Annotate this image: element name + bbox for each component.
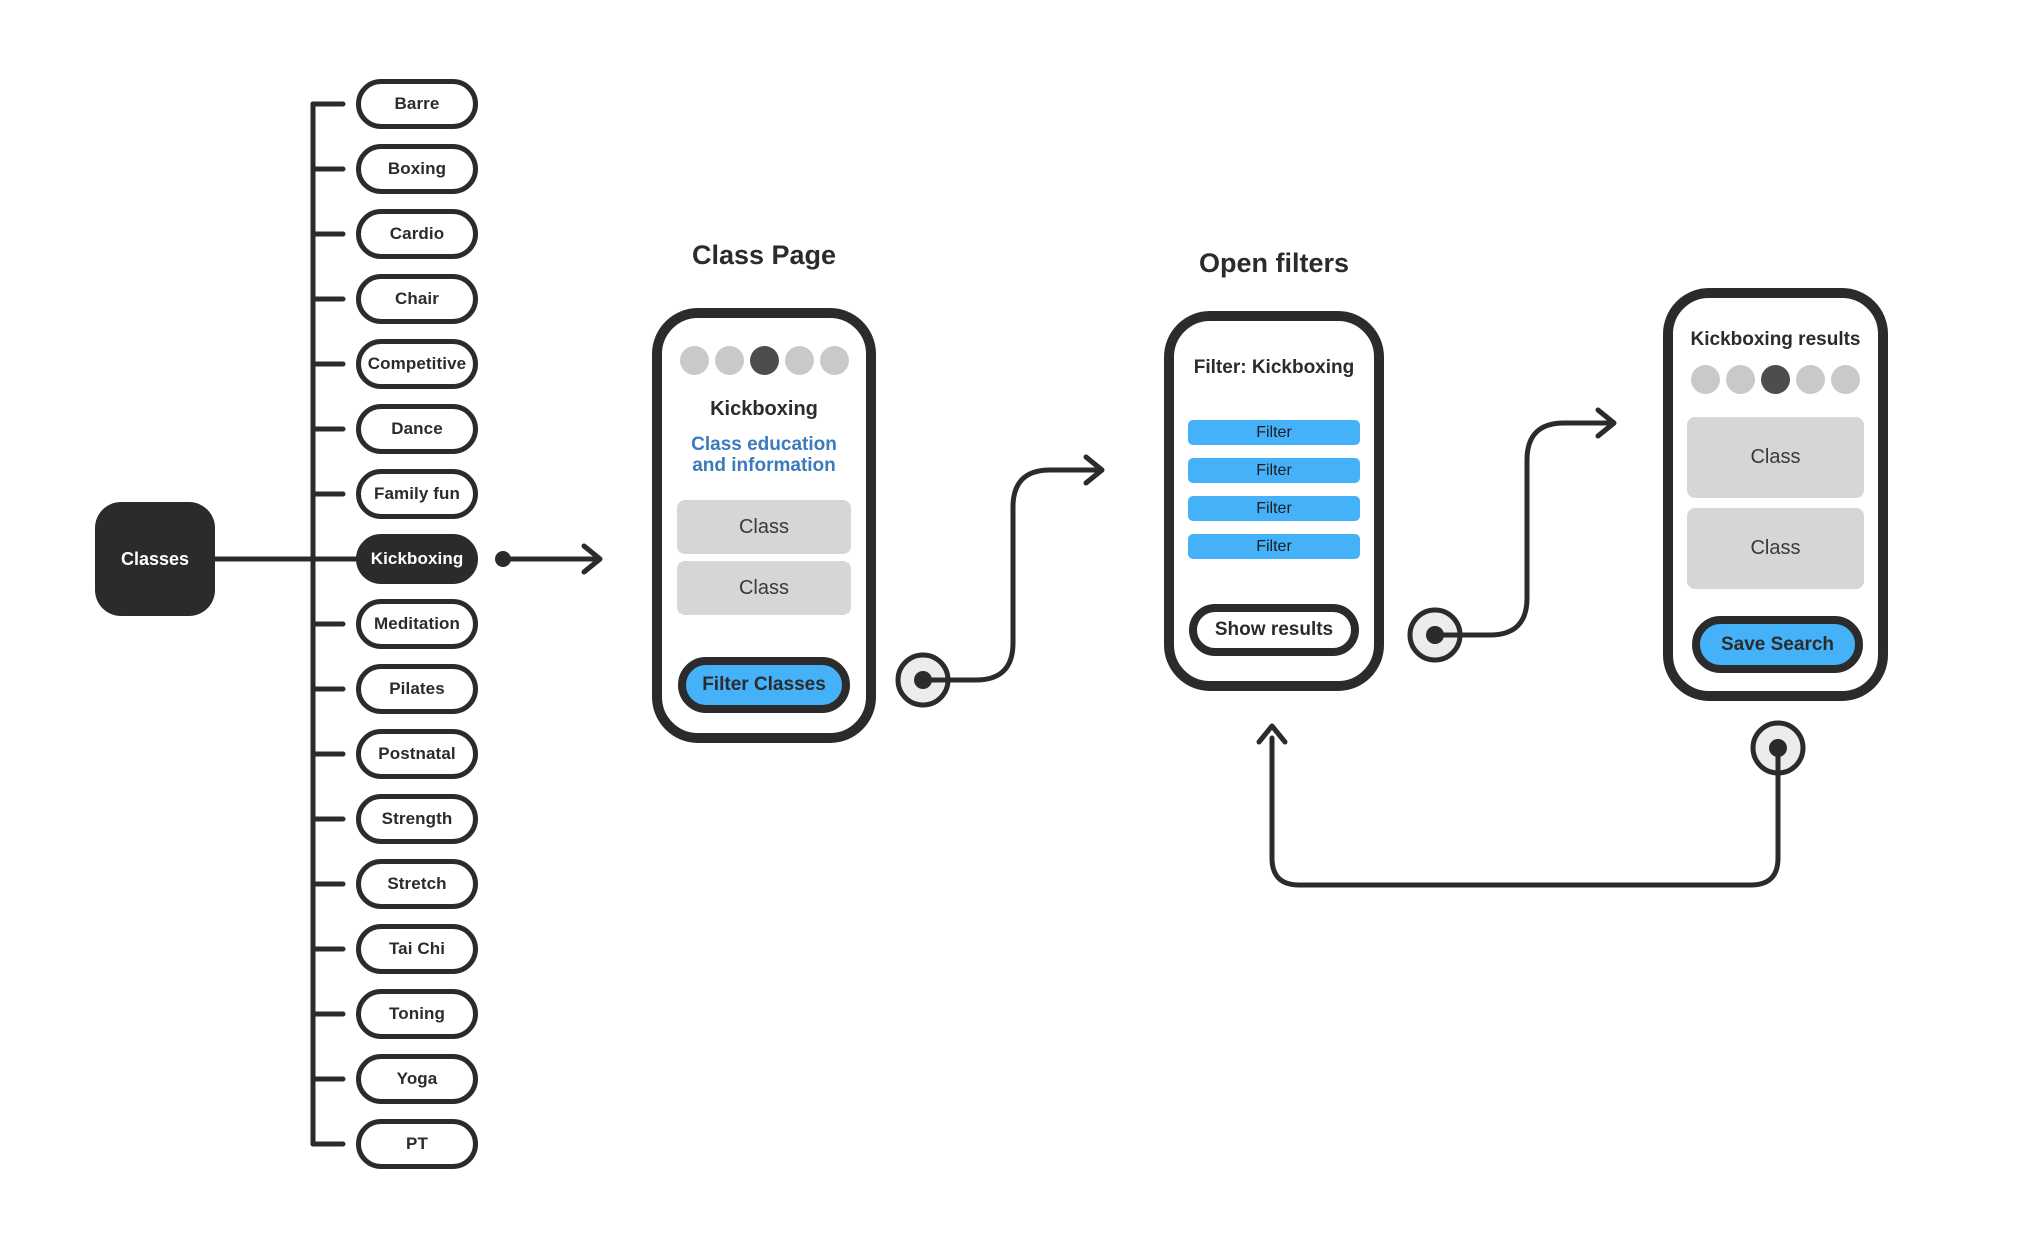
class-card-class-1: Class	[677, 500, 851, 554]
save-search-button[interactable]: Save Search	[1692, 616, 1863, 673]
tree-item-meditation[interactable]: Meditation	[356, 599, 478, 649]
tree-item-strength[interactable]: Strength	[356, 794, 478, 844]
class-education-link[interactable]: Class education and information	[691, 434, 837, 476]
progress-dot-light	[819, 346, 849, 375]
progress-dot-dark	[1761, 365, 1790, 394]
filter-bar-filter-4[interactable]: Filter	[1188, 534, 1360, 559]
tree-item-tai-chi[interactable]: Tai Chi	[356, 924, 478, 974]
tree-item-boxing[interactable]: Boxing	[356, 144, 478, 194]
progress-dots	[1673, 365, 1878, 394]
tree-item-cardio[interactable]: Cardio	[356, 209, 478, 259]
filter-bar-filter-3[interactable]: Filter	[1188, 496, 1360, 521]
progress-dot-light	[679, 346, 709, 375]
result-card-class-1: Class	[1687, 417, 1864, 498]
class-page-heading: Kickboxing	[710, 398, 818, 420]
tree-item-stretch[interactable]: Stretch	[356, 859, 478, 909]
tree-item-dance[interactable]: Dance	[356, 404, 478, 454]
arrow-filters-to-results	[1432, 407, 1617, 638]
filter-kickboxing-heading: Filter: Kickboxing	[1193, 357, 1355, 378]
arrow-kickboxing-to-classpage	[495, 543, 603, 575]
progress-dot-light	[1726, 365, 1755, 394]
progress-dot-light	[1796, 365, 1825, 394]
tree-branch-lines	[310, 101, 346, 1147]
show-results-button[interactable]: Show results	[1189, 604, 1359, 656]
filter-classes-button[interactable]: Filter Classes	[678, 657, 850, 713]
filter-bar-filter-1[interactable]: Filter	[1188, 420, 1360, 445]
tree-item-family-fun[interactable]: Family fun	[356, 469, 478, 519]
arrow-results-back-to-filters	[1256, 723, 1781, 888]
tree-item-chair[interactable]: Chair	[356, 274, 478, 324]
tree-item-yoga[interactable]: Yoga	[356, 1054, 478, 1104]
tree-item-pt[interactable]: PT	[356, 1119, 478, 1169]
progress-dot-light	[784, 346, 814, 375]
tree-item-kickboxing[interactable]: Kickboxing	[356, 534, 478, 584]
result-card-class-2: Class	[1687, 508, 1864, 589]
filter-bar-filter-2[interactable]: Filter	[1188, 458, 1360, 483]
tree-item-barre[interactable]: Barre	[356, 79, 478, 129]
class-card-class-2: Class	[677, 561, 851, 615]
class-page-phone: Kickboxing Class education and informati…	[652, 308, 876, 743]
progress-dot-dark	[749, 346, 779, 375]
progress-dot-light	[1831, 365, 1860, 394]
progress-dots	[662, 346, 866, 375]
open-filters-title: Open filters	[1198, 248, 1350, 278]
arrow-classpage-to-filters	[920, 454, 1105, 683]
tree-item-competitive[interactable]: Competitive	[356, 339, 478, 389]
tree-item-toning[interactable]: Toning	[356, 989, 478, 1039]
progress-dot-light	[714, 346, 744, 375]
progress-dot-light	[1691, 365, 1720, 394]
class-page-title: Class Page	[691, 240, 837, 270]
tree-item-postnatal[interactable]: Postnatal	[356, 729, 478, 779]
tree-item-pilates[interactable]: Pilates	[356, 664, 478, 714]
kickboxing-results-heading: Kickboxing results	[1690, 329, 1861, 350]
classes-root-node[interactable]: Classes	[95, 502, 215, 616]
